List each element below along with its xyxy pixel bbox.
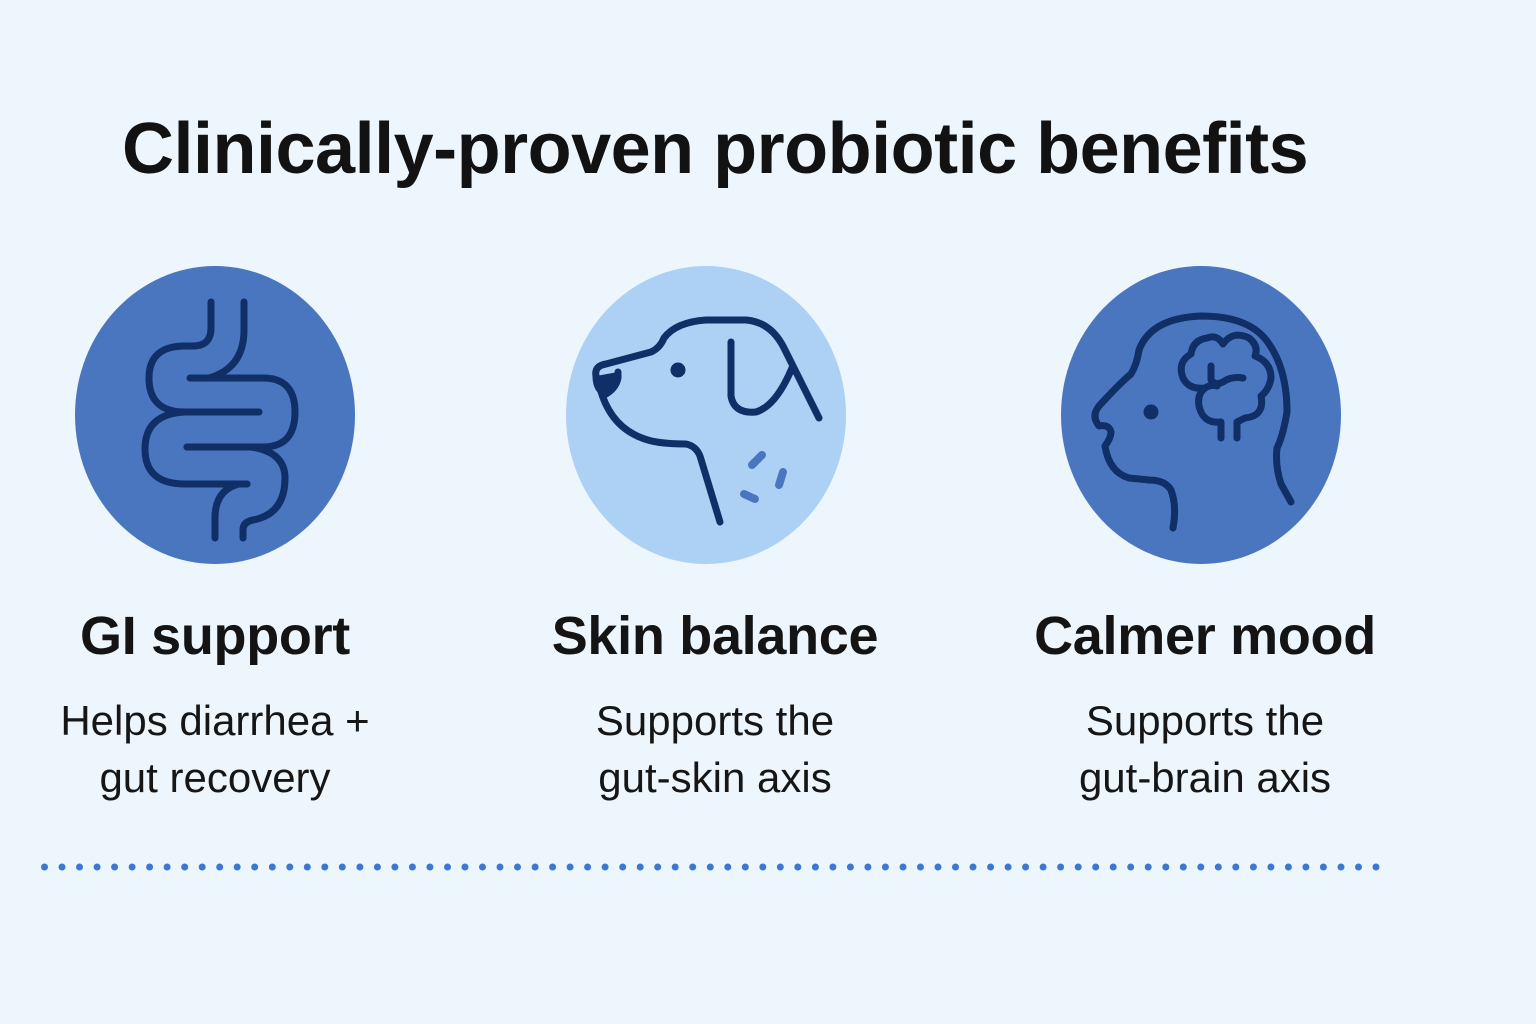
icon-circle <box>1061 266 1341 564</box>
benefit-heading: Skin balance <box>551 606 879 666</box>
benefit-description: Supports the gut-brain axis <box>995 692 1415 806</box>
dog-head-icon <box>592 316 823 526</box>
description-line: gut recovery <box>99 754 331 801</box>
description-line: Helps diarrhea + <box>60 697 370 744</box>
description-line: Supports the <box>1085 697 1325 744</box>
intestine-icon <box>141 298 299 542</box>
description-line: Supports the <box>595 697 835 744</box>
dotted-divider <box>41 863 1380 871</box>
icon-circle <box>566 266 846 564</box>
page-title: Clinically-proven probiotic benefits <box>122 109 1309 189</box>
head-brain-icon <box>1091 312 1295 532</box>
benefit-description: Helps diarrhea + gut recovery <box>5 692 425 806</box>
benefit-description: Supports the gut-skin axis <box>505 692 925 806</box>
description-line: gut-skin axis <box>598 754 832 801</box>
description-line: gut-brain axis <box>1078 754 1332 801</box>
icon-circle <box>75 266 355 564</box>
benefit-heading: Calmer mood <box>1034 606 1376 666</box>
benefit-heading: GI support <box>80 606 350 666</box>
